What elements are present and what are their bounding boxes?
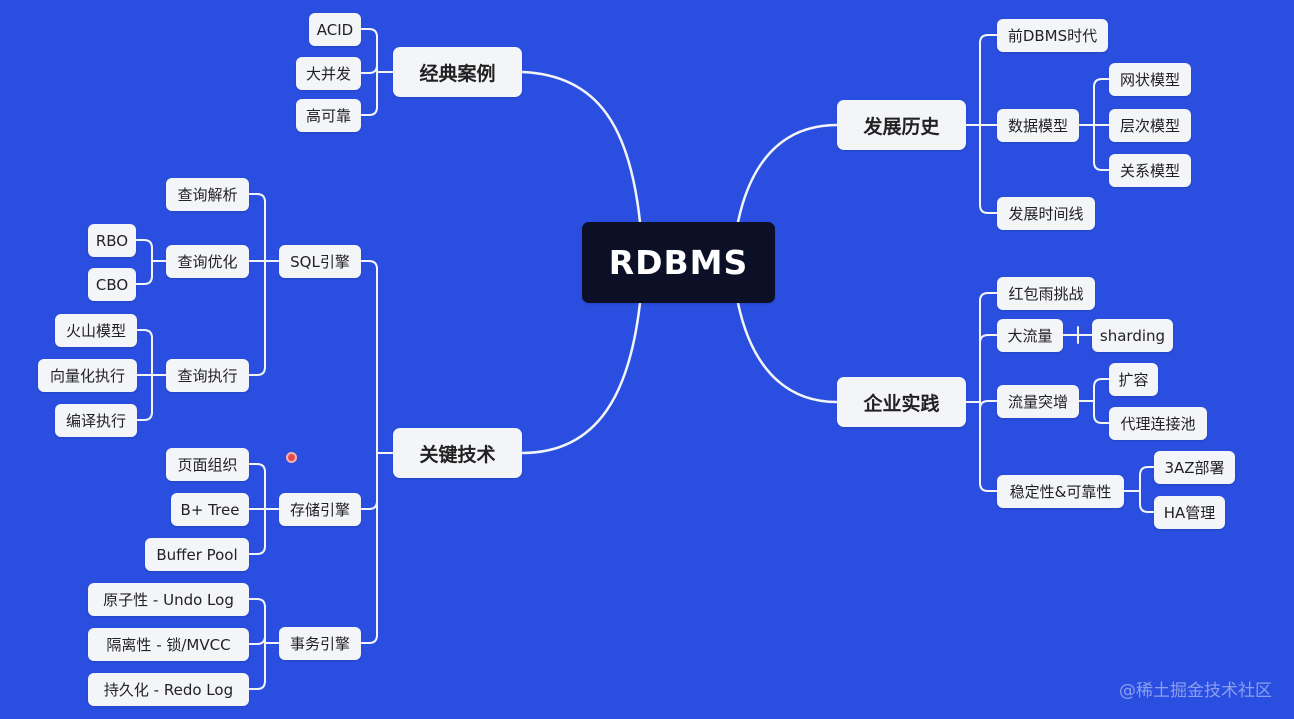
node-hierarchical-model[interactable]: 层次模型 [1109,109,1191,142]
node-compiled-exec[interactable]: 编译执行 [55,404,137,437]
node-high-reliability[interactable]: 高可靠 [296,99,361,132]
connector-line [248,545,266,555]
node-sql-engine[interactable]: SQL引擎 [279,245,361,278]
cursor-marker [286,452,297,463]
node-red-packet[interactable]: 红包雨挑战 [997,277,1095,310]
node-big-traffic[interactable]: 大流量 [997,319,1063,352]
node-query-parse[interactable]: 查询解析 [166,178,249,211]
node-cbo[interactable]: CBO [88,268,136,301]
node-acid[interactable]: ACID [309,13,361,46]
connector-line [136,411,153,421]
node-durability[interactable]: 持久化 - Redo Log [88,673,249,706]
node-history[interactable]: 发展历史 [837,100,966,150]
connector-line [736,301,839,404]
node-ha-manage[interactable]: HA管理 [1154,496,1225,529]
connector-line [1139,466,1155,476]
connector-line [136,329,153,339]
connector-line [248,635,266,645]
connector-line [1139,503,1155,513]
node-classic-cases[interactable]: 经典案例 [393,47,522,97]
connector-line [736,123,839,224]
root-node[interactable]: RDBMS [582,222,775,303]
node-query-optimize[interactable]: 查询优化 [166,245,249,278]
connector-line [248,598,266,608]
connector-line [360,500,378,510]
connector-line [248,463,266,473]
connector-line [1093,378,1110,388]
node-rbo[interactable]: RBO [88,224,136,257]
node-3az-deploy[interactable]: 3AZ部署 [1154,451,1235,484]
node-bplus-tree[interactable]: B+ Tree [171,493,249,526]
connector-line [979,204,998,214]
node-traffic-surge[interactable]: 流量突增 [997,385,1079,418]
node-isolation[interactable]: 隔离性 - 锁/MVCC [88,628,249,661]
connector-line [360,28,378,38]
node-network-model[interactable]: 网状模型 [1109,63,1191,96]
node-storage-engine[interactable]: 存储引擎 [279,493,361,526]
connector-line [135,239,153,249]
node-txn-engine[interactable]: 事务引擎 [279,627,361,660]
connector-line [520,70,642,224]
node-buffer-pool[interactable]: Buffer Pool [145,538,249,571]
connector-line [979,400,998,410]
node-timeline[interactable]: 发展时间线 [997,197,1095,230]
connector-line [1093,78,1110,88]
connector-line [360,634,378,644]
node-page-org[interactable]: 页面组织 [166,448,249,481]
connector-line [1093,161,1110,171]
node-sharding[interactable]: sharding [1092,319,1173,352]
connector-line [979,482,998,492]
node-proxy-pool[interactable]: 代理连接池 [1109,407,1207,440]
node-scale-out[interactable]: 扩容 [1109,363,1158,396]
node-volcano-model[interactable]: 火山模型 [55,314,137,347]
node-key-tech[interactable]: 关键技术 [393,428,522,478]
connector-line [979,292,998,302]
connector-line [360,106,378,116]
connector-line [248,366,266,376]
node-enterprise[interactable]: 企业实践 [837,377,966,427]
watermark: @稀土掘金技术社区 [1119,681,1272,701]
node-query-execute[interactable]: 查询执行 [166,359,249,392]
connector-line [360,260,378,270]
connector-line [248,193,266,203]
node-vectorized-exec[interactable]: 向量化执行 [38,359,137,392]
connector-line [135,275,153,285]
connector-line [360,64,378,74]
node-high-concurrency[interactable]: 大并发 [296,57,361,90]
node-stability[interactable]: 稳定性&可靠性 [997,475,1124,508]
connector-line [979,34,998,44]
node-relational-model[interactable]: 关系模型 [1109,154,1191,187]
node-atomicity[interactable]: 原子性 - Undo Log [88,583,249,616]
connector-line [979,334,998,344]
connector-line [1093,414,1110,424]
node-pre-dbms[interactable]: 前DBMS时代 [997,19,1108,52]
connector-line [248,680,266,690]
connector-line [520,301,642,455]
node-data-model[interactable]: 数据模型 [997,109,1079,142]
